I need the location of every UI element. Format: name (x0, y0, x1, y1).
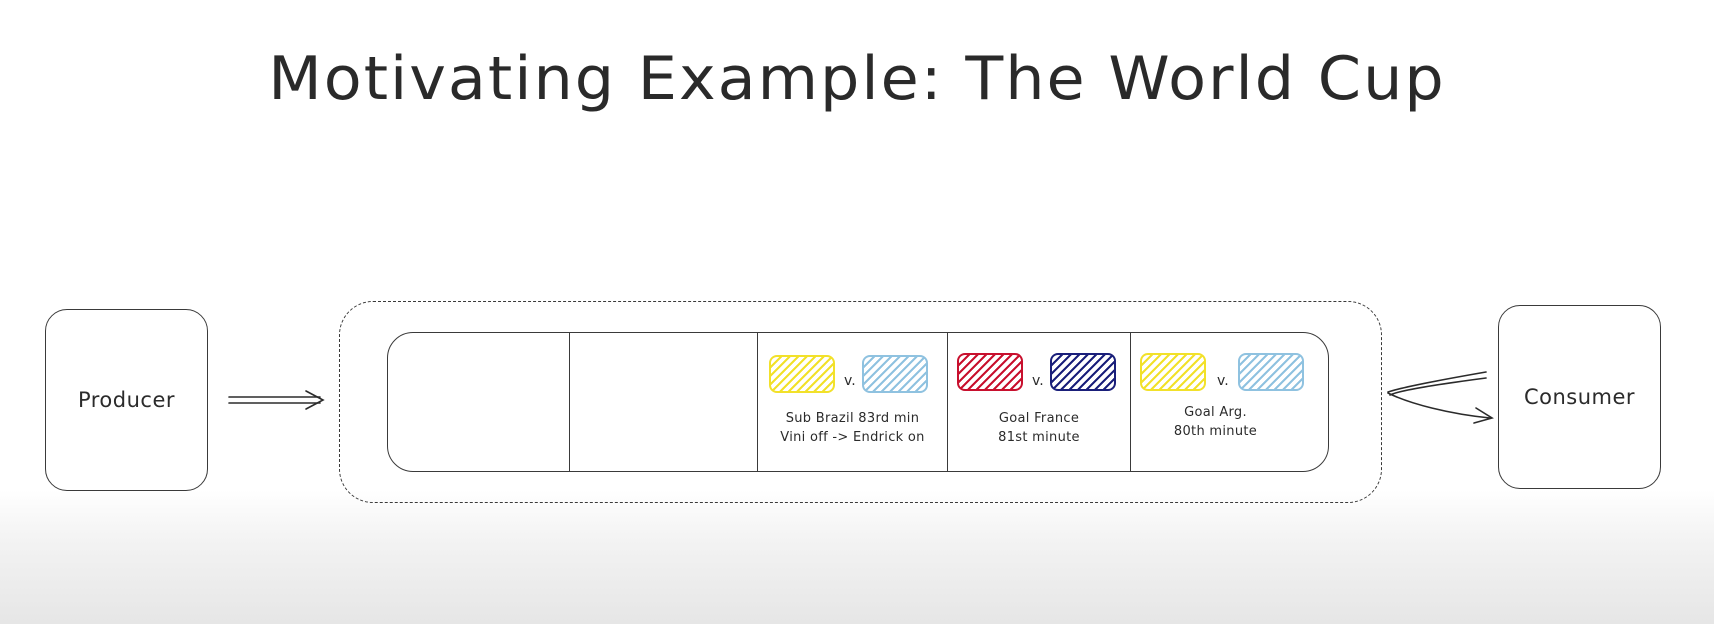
empty-slot (388, 333, 570, 471)
producer-box: Producer (45, 309, 208, 491)
event-line: 80th minute (1173, 424, 1258, 439)
event-description: Goal France 81st minute (948, 409, 1130, 447)
event-slot-goal-arg: v. Goal Arg. 80th minute (1131, 333, 1328, 471)
versus-label: v. (1217, 373, 1229, 389)
flag-lightblue-icon (862, 355, 928, 393)
brazil-flag-yellow-icon (769, 355, 835, 393)
consumer-box: Consumer (1498, 305, 1661, 489)
consumer-label: Consumer (1523, 385, 1636, 409)
event-line: Goal France (998, 411, 1080, 426)
versus-label: v. (844, 373, 856, 389)
flag-yellow-icon (1140, 353, 1206, 391)
versus-label: v. (1032, 373, 1044, 389)
event-slot-goal-france: v. Goal France 81st minute (948, 333, 1131, 471)
partition-log: v. Sub Brazil 83rd min Vini off -> Endri… (387, 332, 1329, 472)
topic-container (339, 301, 1382, 503)
flag-lightblue-icon (1238, 353, 1304, 391)
producer-label: Producer (77, 388, 176, 412)
producer-arrow-icon (228, 390, 325, 410)
empty-slot (570, 333, 758, 471)
event-description: Sub Brazil 83rd min Vini off -> Endrick … (758, 409, 947, 447)
event-line: Goal Arg. (1184, 405, 1247, 420)
event-line: Vini off -> Endrick on (780, 430, 925, 445)
event-line: 81st minute (998, 430, 1080, 445)
flag-navy-icon (1050, 353, 1116, 391)
consumer-pull-arrow-icon (1387, 371, 1494, 424)
event-description: Goal Arg. 80th minute (1117, 403, 1314, 441)
flag-red-icon (957, 353, 1023, 391)
event-slot-sub-brazil: v. Sub Brazil 83rd min Vini off -> Endri… (758, 333, 948, 471)
event-line: Sub Brazil 83rd min (785, 411, 920, 426)
page-title: Motivating Example: The World Cup (268, 43, 1446, 114)
